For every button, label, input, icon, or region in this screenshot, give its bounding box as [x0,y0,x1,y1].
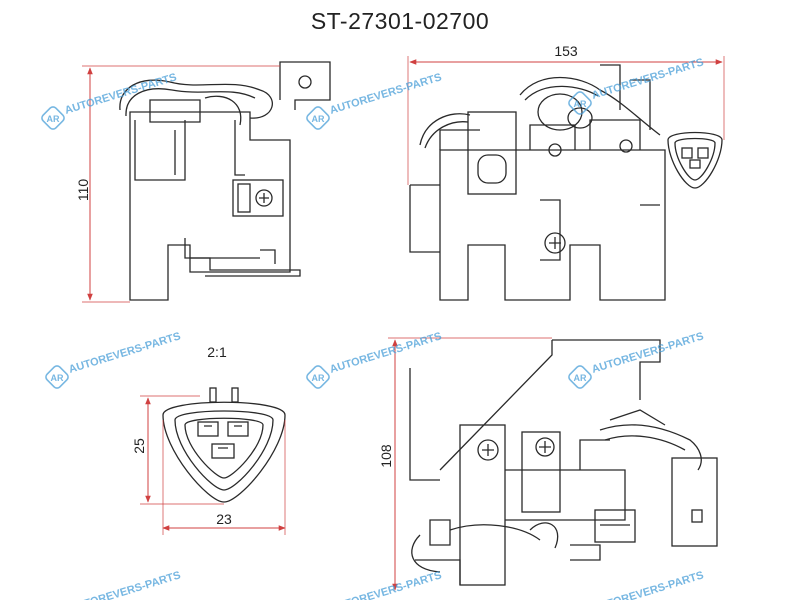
svg-text:AUTOREVERS-PARTS: AUTOREVERS-PARTS [67,569,182,600]
dimension-height-110: 110 [75,65,280,303]
connector-detail-drawing [162,387,286,503]
watermark: AUTOREVERS-PARTS AUTOREVERS-PARTS AUTORE… [39,56,705,600]
top-view-drawing [409,339,718,586]
svg-text:AUTOREVERS-PARTS: AUTOREVERS-PARTS [328,71,443,116]
svg-text:AUTOREVERS-PARTS: AUTOREVERS-PARTS [590,56,705,101]
svg-text:AUTOREVERS-PARTS: AUTOREVERS-PARTS [63,71,178,116]
side-view-drawing [119,61,331,301]
svg-text:AUTOREVERS-PARTS: AUTOREVERS-PARTS [328,569,443,600]
dimension-height-25: 25 [131,395,224,505]
svg-text:AUTOREVERS-PARTS: AUTOREVERS-PARTS [328,330,443,375]
dimension-label-25: 25 [131,438,147,454]
page-title: ST-27301-02700 [310,8,490,34]
dimension-height-108: 108 [378,337,552,591]
svg-text:AUTOREVERS-PARTS: AUTOREVERS-PARTS [590,330,705,375]
front-view-drawing [409,64,723,301]
dimension-label-23: 23 [216,511,232,527]
dimension-label-153: 153 [554,43,578,59]
svg-text:AUTOREVERS-PARTS: AUTOREVERS-PARTS [590,569,705,600]
svg-text:AUTOREVERS-PARTS: AUTOREVERS-PARTS [67,330,182,375]
dimension-label-110: 110 [75,179,91,202]
scale-label: 2:1 [207,344,227,360]
dimension-label-108: 108 [378,444,394,468]
dimension-width-153: 153 [407,43,725,185]
dimension-width-23: 23 [162,420,286,535]
